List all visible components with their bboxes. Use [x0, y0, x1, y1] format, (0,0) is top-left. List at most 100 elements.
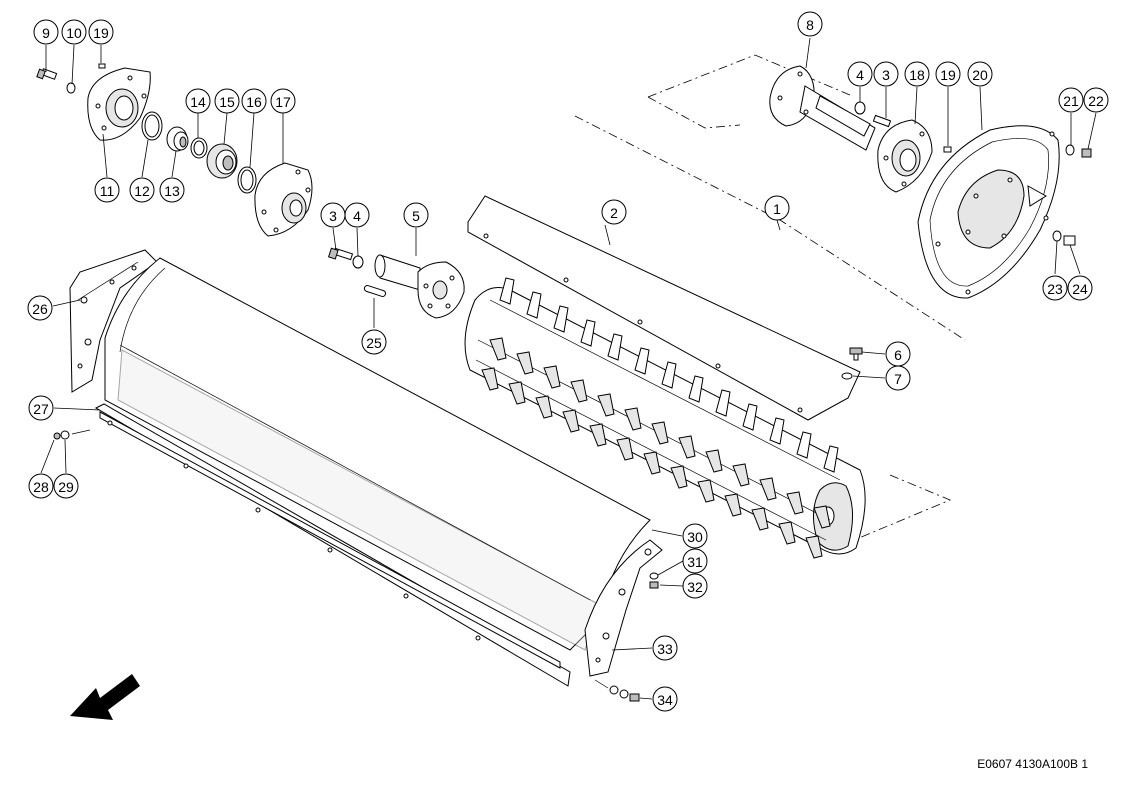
rotor-tine: [670, 465, 688, 489]
part-4-washer-left: [352, 255, 364, 269]
callout-33: 33: [652, 635, 678, 661]
callout-5: 5: [403, 202, 429, 228]
callout-15: 15: [214, 88, 240, 114]
callout-number: 5: [412, 208, 420, 224]
rotor-tine: [697, 479, 715, 503]
callout-27: 27: [28, 395, 54, 421]
rotor-tine: [562, 409, 580, 433]
rotor-tine: [786, 491, 804, 515]
callout-number: 28: [33, 479, 49, 495]
callout-number: 12: [134, 183, 150, 199]
rotor-tine: [481, 367, 499, 391]
callout-number: 17: [275, 94, 291, 110]
callout-19: 19: [935, 61, 961, 87]
callout-number: 4: [353, 208, 361, 224]
callout-circle: [344, 202, 370, 228]
callout-19: 19: [88, 19, 114, 45]
callout-10: 10: [61, 19, 87, 45]
callout-31: 31: [682, 548, 708, 574]
callout-11: 11: [94, 177, 120, 203]
rotor-tine: [526, 291, 542, 319]
part-27-strip: [94, 403, 571, 687]
callout-16: 16: [241, 88, 267, 114]
callout-circle: [185, 88, 211, 114]
callout-29: 29: [53, 473, 79, 499]
callout-number: 33: [657, 641, 673, 657]
rotor-tine: [553, 305, 569, 333]
drawing-code: E0607 4130A100B 1: [977, 757, 1088, 771]
part-3-bolt-left: [327, 247, 354, 261]
part-31-32-fasteners: [649, 572, 659, 589]
callout-circle: [904, 61, 930, 87]
rotor-tine: [499, 277, 515, 305]
callout-circle: [403, 202, 429, 228]
rotor-tine: [616, 437, 634, 461]
part-19-grease-nipple-right: [943, 146, 952, 153]
callout-circle: [129, 177, 155, 203]
rotor-tine: [751, 507, 769, 531]
rotor-tine: [823, 445, 839, 473]
callout-3: 3: [320, 202, 346, 228]
rotor-tine: [589, 423, 607, 447]
callout-number: 29: [58, 479, 74, 495]
callout-circle: [1042, 275, 1068, 301]
rotor-tine: [508, 381, 526, 405]
callout-number: 7: [894, 371, 902, 387]
part-8-flange-shaft: [769, 65, 876, 151]
callout-circle: [27, 295, 53, 321]
callout-circle: [33, 19, 59, 45]
part-14-ring: [190, 137, 208, 159]
callout-25: 25: [361, 329, 387, 355]
callout-20: 20: [967, 61, 993, 87]
part-10-washer: [66, 82, 76, 94]
callout-circle: [967, 61, 993, 87]
callout-circle: [935, 61, 961, 87]
callout-30: 30: [682, 523, 708, 549]
callout-number: 15: [219, 94, 235, 110]
callout-circle: [88, 19, 114, 45]
callout-circle: [797, 11, 823, 37]
callout-7: 7: [885, 365, 911, 391]
rotor-tine: [516, 351, 534, 375]
callout-number: 8: [806, 17, 814, 33]
part-2-cover-plate: [467, 195, 861, 421]
callout-number: 10: [66, 25, 82, 41]
callout-6: 6: [885, 341, 911, 367]
callout-circle: [652, 686, 678, 712]
callout-17: 17: [270, 88, 296, 114]
rotor-tine: [570, 379, 588, 403]
callout-12: 12: [129, 177, 155, 203]
part-20-end-plate: [917, 125, 1060, 299]
rotor-tine: [489, 337, 507, 361]
callout-circle: [873, 61, 899, 87]
part-26-side-plate-left: [69, 249, 158, 393]
callout-number: 2: [610, 205, 618, 221]
rotor-tine: [607, 333, 623, 361]
rotor-tine: [535, 395, 553, 419]
callout-circle: [682, 548, 708, 574]
part-23-washer: [1052, 230, 1062, 242]
callout-circle: [682, 523, 708, 549]
callout-number: 23: [1047, 281, 1063, 297]
rotor-tine: [678, 435, 696, 459]
part-17-bearing-housing: [254, 162, 313, 237]
callout-circle: [214, 88, 240, 114]
part-12-ring: [141, 111, 163, 141]
rotor-tine: [778, 521, 796, 545]
rotor-tine: [813, 505, 831, 529]
callout-number: 30: [687, 529, 703, 545]
callout-number: 9: [42, 25, 50, 41]
part-30-trough: [104, 257, 651, 651]
callout-number: 31: [687, 554, 703, 570]
callout-number: 32: [687, 579, 703, 595]
callout-number: 25: [366, 335, 382, 351]
rotor-tine: [688, 375, 704, 403]
part-3-bolt-right: [872, 114, 892, 128]
rotor-tine: [732, 463, 750, 487]
callout-circle: [159, 177, 185, 203]
callout-circle: [885, 365, 911, 391]
callout-9: 9: [33, 19, 59, 45]
callout-circle: [1067, 275, 1093, 301]
part-15-bearing: [206, 143, 238, 179]
